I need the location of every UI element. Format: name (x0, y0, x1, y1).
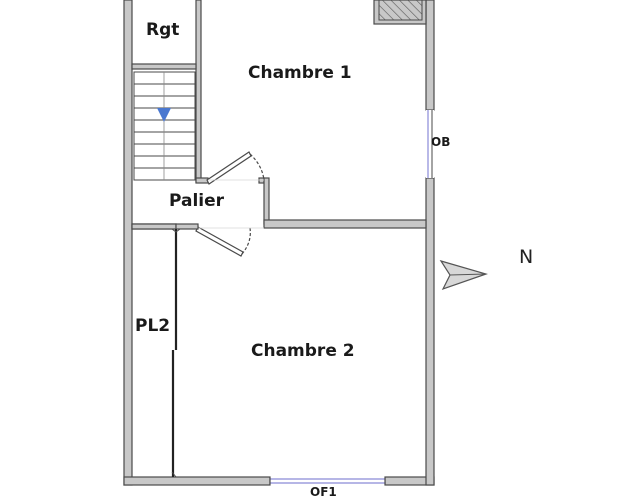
exterior-walls (123, 0, 435, 486)
door-chambre2 (195, 226, 264, 257)
room-label-palier: Palier (169, 191, 225, 211)
window-of1 (269, 477, 386, 485)
window-label-of1: OF1 (310, 485, 337, 499)
room-label-pl2: PL2 (135, 316, 171, 336)
palier-wall (131, 223, 177, 230)
door-chambre1 (206, 151, 265, 185)
room-label-rgt: Rgt (146, 20, 180, 40)
window-label-ob: OB (431, 135, 451, 149)
palier-wall-2 (175, 223, 199, 230)
chimney-hatch (378, 0, 423, 21)
closet-bottom-joint (171, 471, 177, 478)
stair-direction-arrow-icon (157, 108, 171, 122)
window-ob (426, 110, 434, 178)
closet-partition (171, 229, 178, 477)
compass-north-label: N (519, 246, 534, 268)
room-label-chambre1: Chambre 1 (248, 63, 352, 83)
closet-top-joint (171, 228, 181, 233)
staircase (133, 71, 196, 181)
compass-arrow-icon (439, 259, 488, 291)
room-label-chambre2: Chambre 2 (251, 341, 355, 361)
